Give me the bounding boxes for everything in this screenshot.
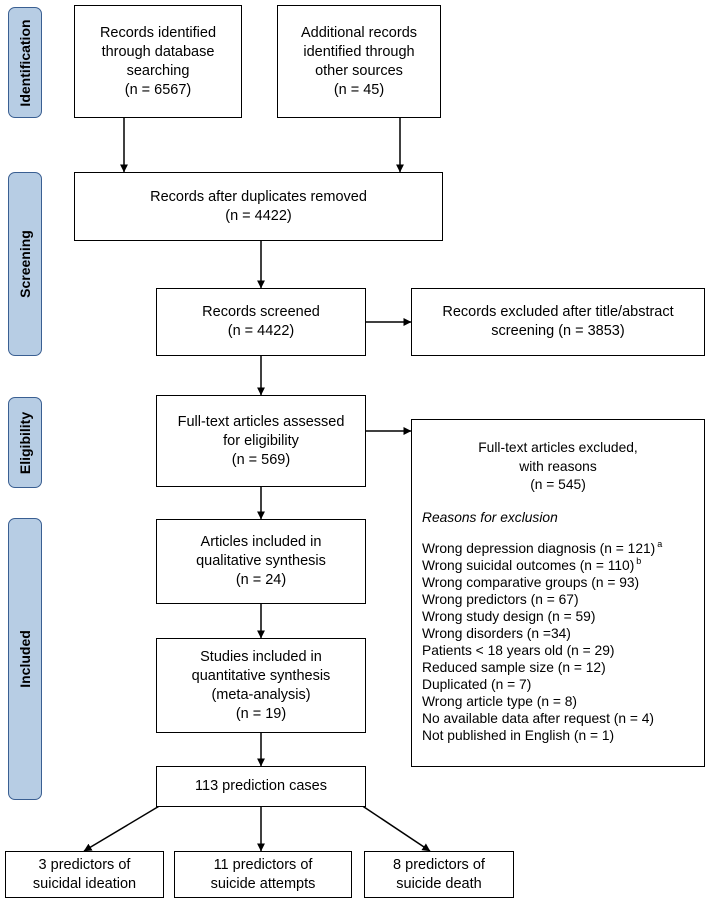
reason-item: Patients < 18 years old (n = 29): [422, 642, 615, 658]
stage-included: Included: [8, 518, 42, 800]
stage-screening: Screening: [8, 172, 42, 356]
arrow-cases-to-death: [360, 804, 431, 852]
reason-item: Wrong comparative groups (n = 93): [422, 574, 640, 590]
stage-eligibility-label: Eligibility: [17, 411, 33, 474]
reason-item: Wrong disorders (n =34): [422, 625, 571, 641]
reasons-title: Reasons for exclusion: [422, 509, 558, 525]
stage-identification-label: Identification: [17, 18, 33, 107]
quantitative-box: Studies included in quantitative synthes…: [156, 638, 366, 733]
reason-item: Duplicated (n = 7): [422, 676, 532, 692]
reason-item: Wrong study design (n = 59): [422, 608, 596, 624]
reason-item: Not published in English (n = 1): [422, 727, 615, 743]
arrow-cases-to-ideation: [83, 804, 162, 852]
reason-item: Wrong predictors (n = 67): [422, 591, 579, 607]
attempts-box: 11 predictors of suicide attempts: [174, 851, 352, 898]
stage-included-label: Included: [17, 630, 33, 688]
screened-box: Records screened (n = 4422): [156, 288, 366, 356]
reason-item: Reduced sample size (n = 12): [422, 659, 606, 675]
stage-screening-label: Screening: [17, 230, 33, 298]
stage-eligibility: Eligibility: [8, 397, 42, 488]
reason-item: Wrong suicidal outcomes (n = 110)b: [422, 555, 642, 573]
stage-identification: Identification: [8, 7, 42, 118]
fulltext-excluded-heading: Full-text articles excluded, with reason…: [478, 440, 638, 492]
excluded-title-box: Records excluded after title/abstract sc…: [411, 288, 705, 356]
reason-item: No available data after request (n = 4): [422, 710, 655, 726]
qualitative-box: Articles included in qualitative synthes…: [156, 519, 366, 604]
fulltext-excluded-box: Full-text articles excluded, with reason…: [411, 419, 705, 767]
reason-item: Wrong depression diagnosis (n = 121)a: [422, 538, 663, 556]
other-sources-box: Additional records identified through ot…: [277, 5, 441, 118]
fulltext-assessed-box: Full-text articles assessed for eligibil…: [156, 395, 366, 487]
db-search-box: Records identified through database sear…: [74, 5, 242, 118]
reason-item: Wrong article type (n = 8): [422, 693, 578, 709]
prediction-cases-box: 113 prediction cases: [156, 766, 366, 807]
footnote-marker: a: [657, 538, 663, 549]
footnote-marker: b: [636, 555, 642, 566]
death-box: 8 predictors of suicide death: [364, 851, 514, 898]
ideation-box: 3 predictors of suicidal ideation: [5, 851, 164, 898]
reasons-list: Wrong depression diagnosis (n = 121)a Wr…: [422, 538, 704, 744]
after-duplicates-box: Records after duplicates removed (n = 44…: [74, 172, 443, 241]
